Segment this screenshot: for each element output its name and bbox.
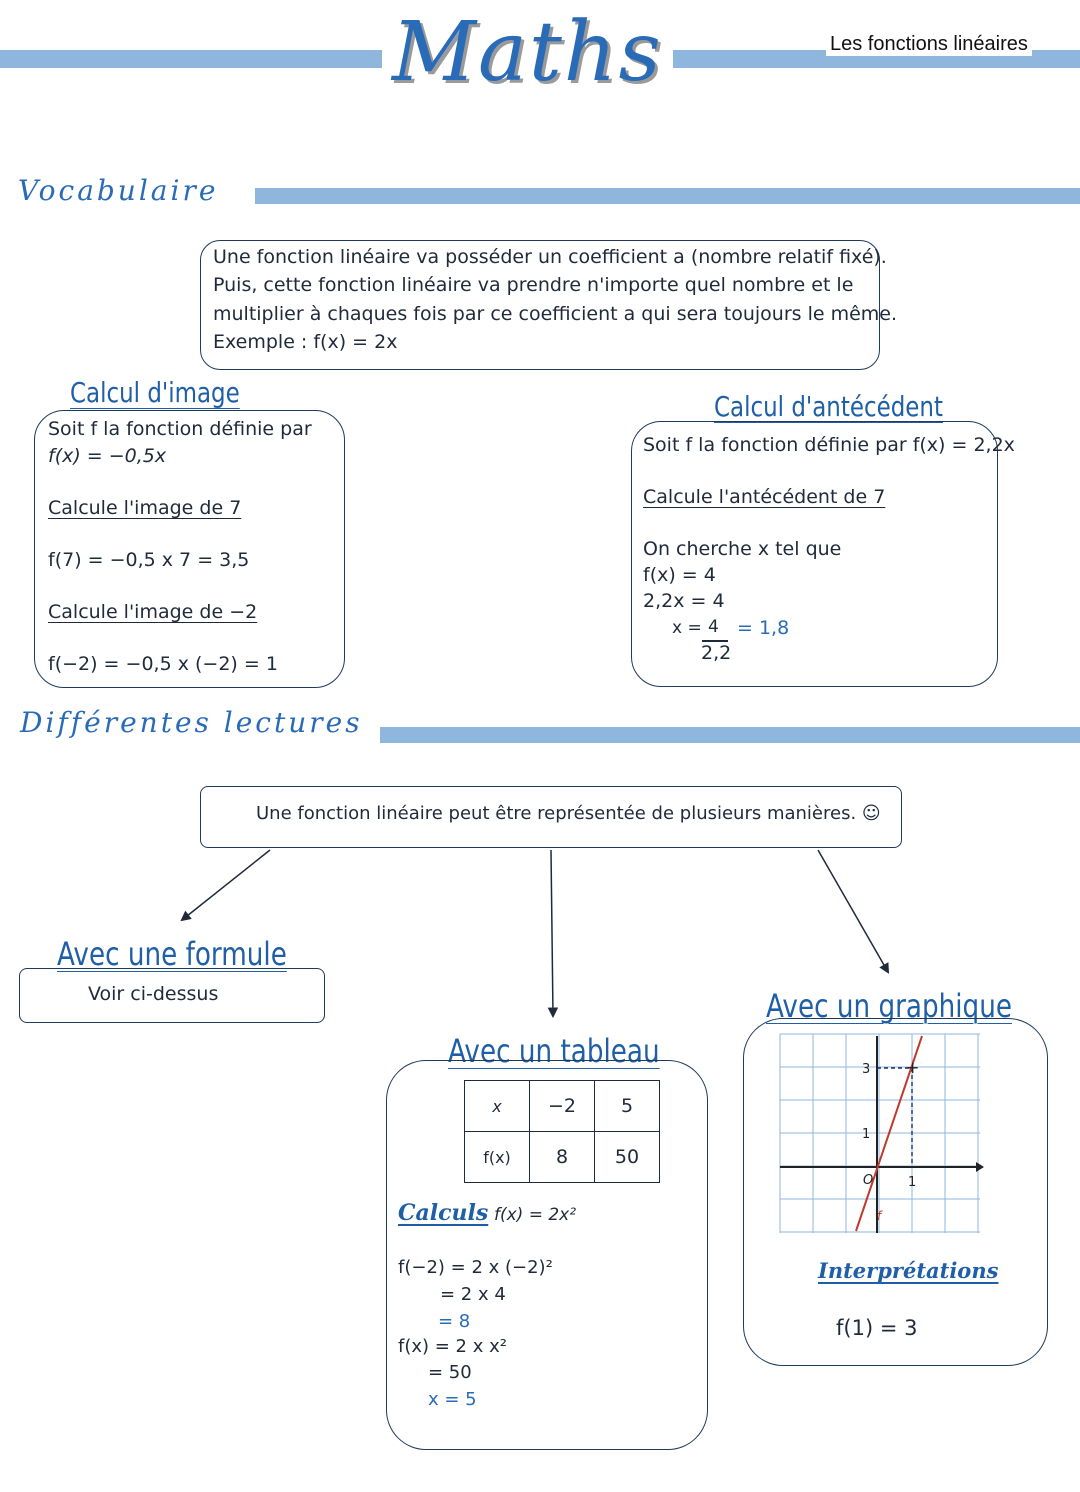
tableau-heading: Avec un tableau [448, 1032, 660, 1070]
fraction-denominator: 2,2 [701, 642, 732, 664]
origin-label: O [863, 1173, 873, 1188]
calcul-antecedent-x-eq: x = [672, 618, 702, 638]
graphique-box [743, 1018, 1048, 1366]
page-title: Maths [382, 0, 673, 108]
calcul-image-answer-1: f(7) = −0,5 x 7 = 3,5 [48, 549, 250, 571]
formule-box [19, 968, 325, 1023]
calcul-antecedent-heading: Calcul d'antécédent [714, 390, 943, 423]
calc-line-4: f(x) = 2 x x² [398, 1336, 507, 1357]
table-cell: f(x) [464, 1131, 530, 1183]
calcul-image-intro-1: Soit f la fonction définie par [48, 418, 312, 440]
tableau-formula: f(x) = 2x² [494, 1205, 577, 1225]
arrow-to-tableau [547, 849, 559, 1019]
point-marker-icon: + [906, 1058, 919, 1077]
table-row: x −2 5 [464, 1080, 660, 1132]
table-cell: 5 [594, 1080, 660, 1132]
table-cell: x [464, 1080, 530, 1132]
calcul-image-intro-2: f(x) = −0,5x [48, 445, 167, 467]
tableau-box [386, 1060, 708, 1450]
lectures-band [380, 727, 1080, 743]
vocabulaire-line-2: Puis, cette fonction linéaire va prendre… [213, 274, 854, 296]
calcul-antecedent-box [631, 421, 998, 687]
graph-grid [779, 1033, 980, 1233]
vocabulaire-line-3: multiplier à chaques fois par ce coeffic… [213, 303, 898, 325]
table-row: f(x) 8 50 [464, 1131, 660, 1183]
lectures-intro-box [200, 786, 902, 848]
lectures-intro-text: Une fonction linéaire peut être représen… [256, 803, 881, 824]
function-line [855, 1035, 923, 1232]
calc-line-6: x = 5 [428, 1389, 477, 1410]
fraction-numerator: 4 [708, 617, 719, 637]
calc-line-2: = 2 x 4 [440, 1284, 506, 1305]
fraction-bar [702, 640, 728, 642]
calcul-image-question-2: Calcule l'image de −2 [48, 601, 258, 623]
calc-line-3: = 8 [438, 1311, 471, 1332]
table-cell: 8 [529, 1131, 595, 1183]
formule-heading: Avec une formule [57, 935, 287, 973]
vocabulaire-box [200, 240, 880, 370]
calculs-label: Calculs [398, 1200, 489, 1226]
interpretation-value: f(1) = 3 [836, 1316, 918, 1340]
calcul-image-question-1: Calcule l'image de 7 [48, 497, 242, 519]
arrow-to-graphique [817, 849, 890, 974]
table-cell: −2 [529, 1080, 595, 1132]
x-axis-arrow-icon [976, 1162, 984, 1172]
calcul-image-heading: Calcul d'image [70, 376, 240, 409]
tick-x1: 1 [908, 1175, 916, 1190]
chapter-title: Les fonctions linéaires [826, 33, 1032, 56]
interpretations-label: Interprétations [818, 1258, 999, 1283]
calc-line-1: f(−2) = 2 x (−2)² [398, 1257, 553, 1278]
vocabulaire-band [255, 188, 1080, 204]
vocabulaire-line-1: Une fonction linéaire va posséder un coe… [213, 246, 887, 268]
calcul-antecedent-result: = 1,8 [737, 617, 790, 639]
vocabulaire-line-4: Exemple : f(x) = 2x [213, 331, 398, 353]
tick-y1: 1 [862, 1127, 870, 1142]
calcul-antecedent-line-3: 2,2x = 4 [643, 590, 725, 612]
vocabulaire-heading: Vocabulaire [18, 174, 219, 207]
calcul-image-box [34, 410, 345, 688]
curve-label: f [877, 1209, 883, 1223]
arrow-to-formule [180, 849, 271, 922]
calcul-antecedent-question: Calcule l'antécédent de 7 [643, 486, 886, 508]
formule-text: Voir ci-dessus [88, 983, 219, 1005]
values-table: x −2 5 f(x) 8 50 [464, 1080, 660, 1183]
calcul-antecedent-line-1: On cherche x tel que [643, 538, 842, 560]
tick-y3: 3 [862, 1062, 870, 1077]
calcul-antecedent-line-2: f(x) = 4 [643, 564, 716, 586]
table-cell: 50 [594, 1131, 660, 1183]
calcul-antecedent-intro: Soit f la fonction définie par f(x) = 2,… [643, 434, 1015, 456]
calcul-image-answer-2: f(−2) = −0,5 x (−2) = 1 [48, 653, 278, 675]
calc-line-5: = 50 [428, 1362, 472, 1383]
function-graph: 3 1 1 O f + [779, 1033, 984, 1233]
lectures-heading: Différentes lectures [20, 706, 363, 739]
